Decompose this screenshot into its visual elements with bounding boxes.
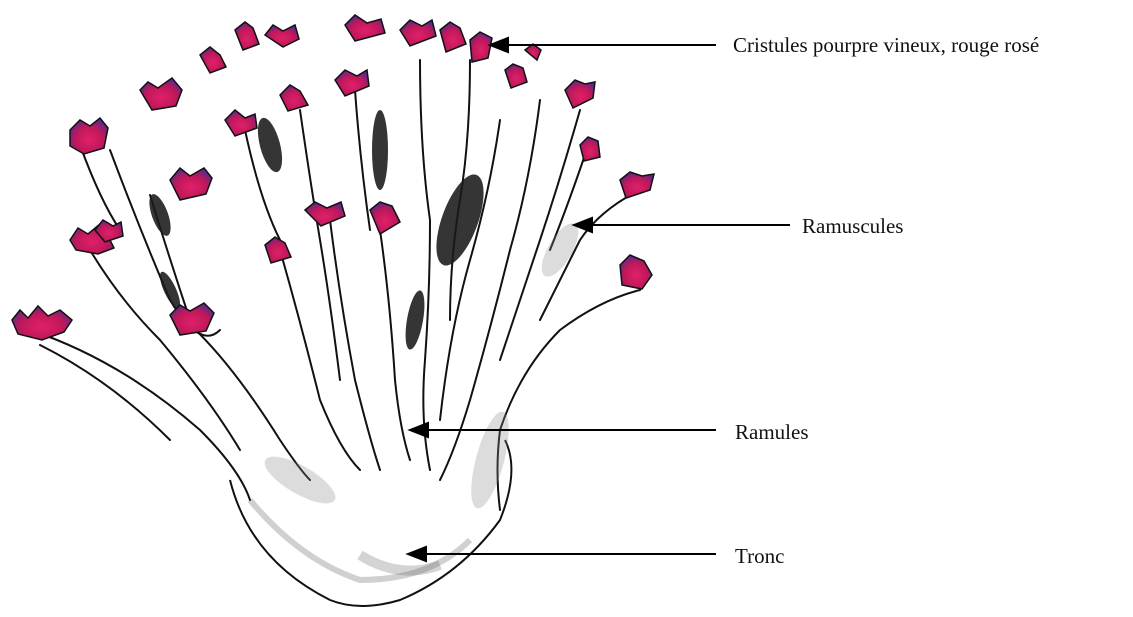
cristules-tips [12, 15, 654, 340]
label-cristules: Cristules pourpre vineux, rouge rosé [733, 35, 1039, 56]
annotation-arrows [408, 38, 790, 561]
label-ramuscules: Ramuscules [802, 216, 903, 237]
fungus-branches [30, 60, 640, 510]
fungus-light-shading [258, 218, 585, 512]
label-tronc: Tronc [735, 546, 784, 567]
arrow-ramuscules [574, 218, 790, 232]
label-ramules: Ramules [735, 422, 809, 443]
arrow-tronc [408, 547, 716, 561]
arrow-ramules [410, 423, 716, 437]
